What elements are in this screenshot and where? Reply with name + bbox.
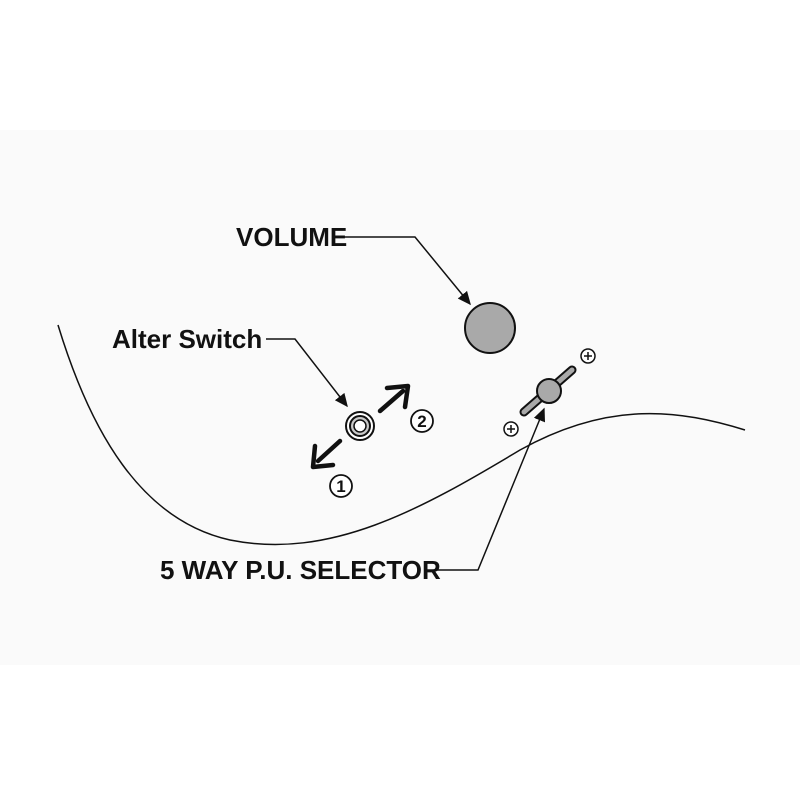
- volume-knob-icon[interactable]: [464, 302, 516, 354]
- position-1-number: 1: [336, 477, 345, 496]
- position-2-number: 2: [417, 412, 426, 431]
- position-1-arrow-icon: [310, 438, 343, 470]
- selector-label: 5 WAY P.U. SELECTOR: [160, 555, 441, 585]
- volume-leader-arrow: [342, 236, 471, 306]
- guitar-body-outline: [57, 324, 746, 546]
- lower-screw-icon: [503, 421, 519, 437]
- position-2-badge: 2: [410, 409, 434, 433]
- position-1-badge: 1: [329, 474, 353, 498]
- alter-switch-leader-arrow: [266, 338, 348, 408]
- position-2-arrow-icon: [377, 383, 411, 414]
- selector-leader-arrow: [426, 407, 545, 571]
- volume-label: VOLUME: [236, 222, 347, 252]
- alter-switch-label: Alter Switch: [112, 324, 262, 354]
- upper-screw-icon: [580, 348, 596, 364]
- selector-lever-icon[interactable]: [519, 365, 577, 417]
- background-panel: [0, 130, 800, 665]
- alter-switch-icon[interactable]: [345, 411, 375, 441]
